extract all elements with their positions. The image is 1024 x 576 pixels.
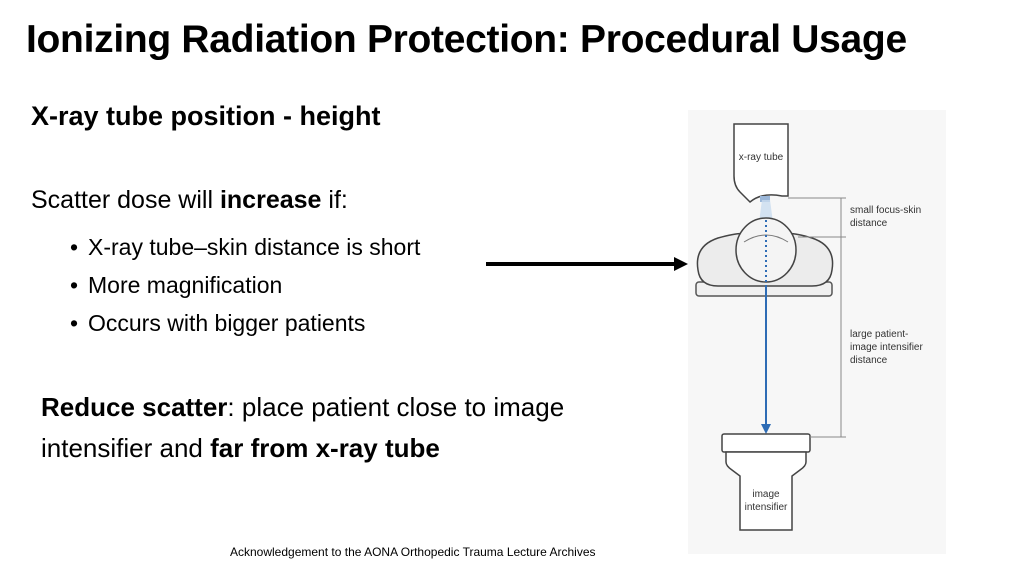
scatter-lead-text: Scatter dose will increase if: — [31, 186, 348, 215]
xray-tube-label: x-ray tube — [739, 152, 784, 163]
large-distance-label-line1: large patient- — [850, 329, 908, 340]
reduce-scatter-text: Reduce scatter: place patient close to i… — [41, 387, 581, 469]
beam-arrowhead — [761, 424, 771, 434]
reduce-bold-2: far from x-ray tube — [210, 433, 440, 463]
lead-prefix: Scatter dose will — [31, 186, 220, 214]
reduce-bold-1: Reduce scatter — [41, 392, 228, 422]
bullet-list: X-ray tube–skin distance is short More m… — [70, 228, 420, 342]
intensifier-label-line2: intensifier — [745, 502, 788, 513]
reduce-text: : place patient close to image intensifi… — [41, 392, 565, 463]
intensifier-label-line1: image — [752, 489, 780, 500]
xray-tube-icon — [733, 123, 789, 204]
xray-setup-diagram: x-ray tube image intensifier small focus… — [688, 110, 946, 554]
distance-guides — [788, 197, 846, 438]
pointer-arrow-icon — [486, 257, 688, 271]
diagram-background — [688, 110, 946, 554]
small-distance-label-line1: small focus-skin — [850, 205, 921, 216]
bullet-item: More magnification — [70, 266, 420, 304]
small-distance-label-line2: distance — [850, 218, 888, 229]
section-subtitle: X-ray tube position - height — [31, 101, 381, 131]
bullet-item: Occurs with bigger patients — [70, 304, 420, 342]
image-intensifier-icon — [721, 433, 811, 531]
page-title: Ionizing Radiation Protection: Procedura… — [26, 18, 907, 61]
lead-suffix: if: — [321, 186, 348, 214]
lead-bold: increase — [219, 186, 322, 214]
large-distance-label-line3: distance — [850, 355, 888, 366]
bullet-item: X-ray tube–skin distance is short — [70, 228, 420, 266]
acknowledgement-footer: Acknowledgement to the AONA Orthopedic T… — [230, 545, 596, 559]
large-distance-label-line2: image intensifier — [850, 342, 923, 353]
